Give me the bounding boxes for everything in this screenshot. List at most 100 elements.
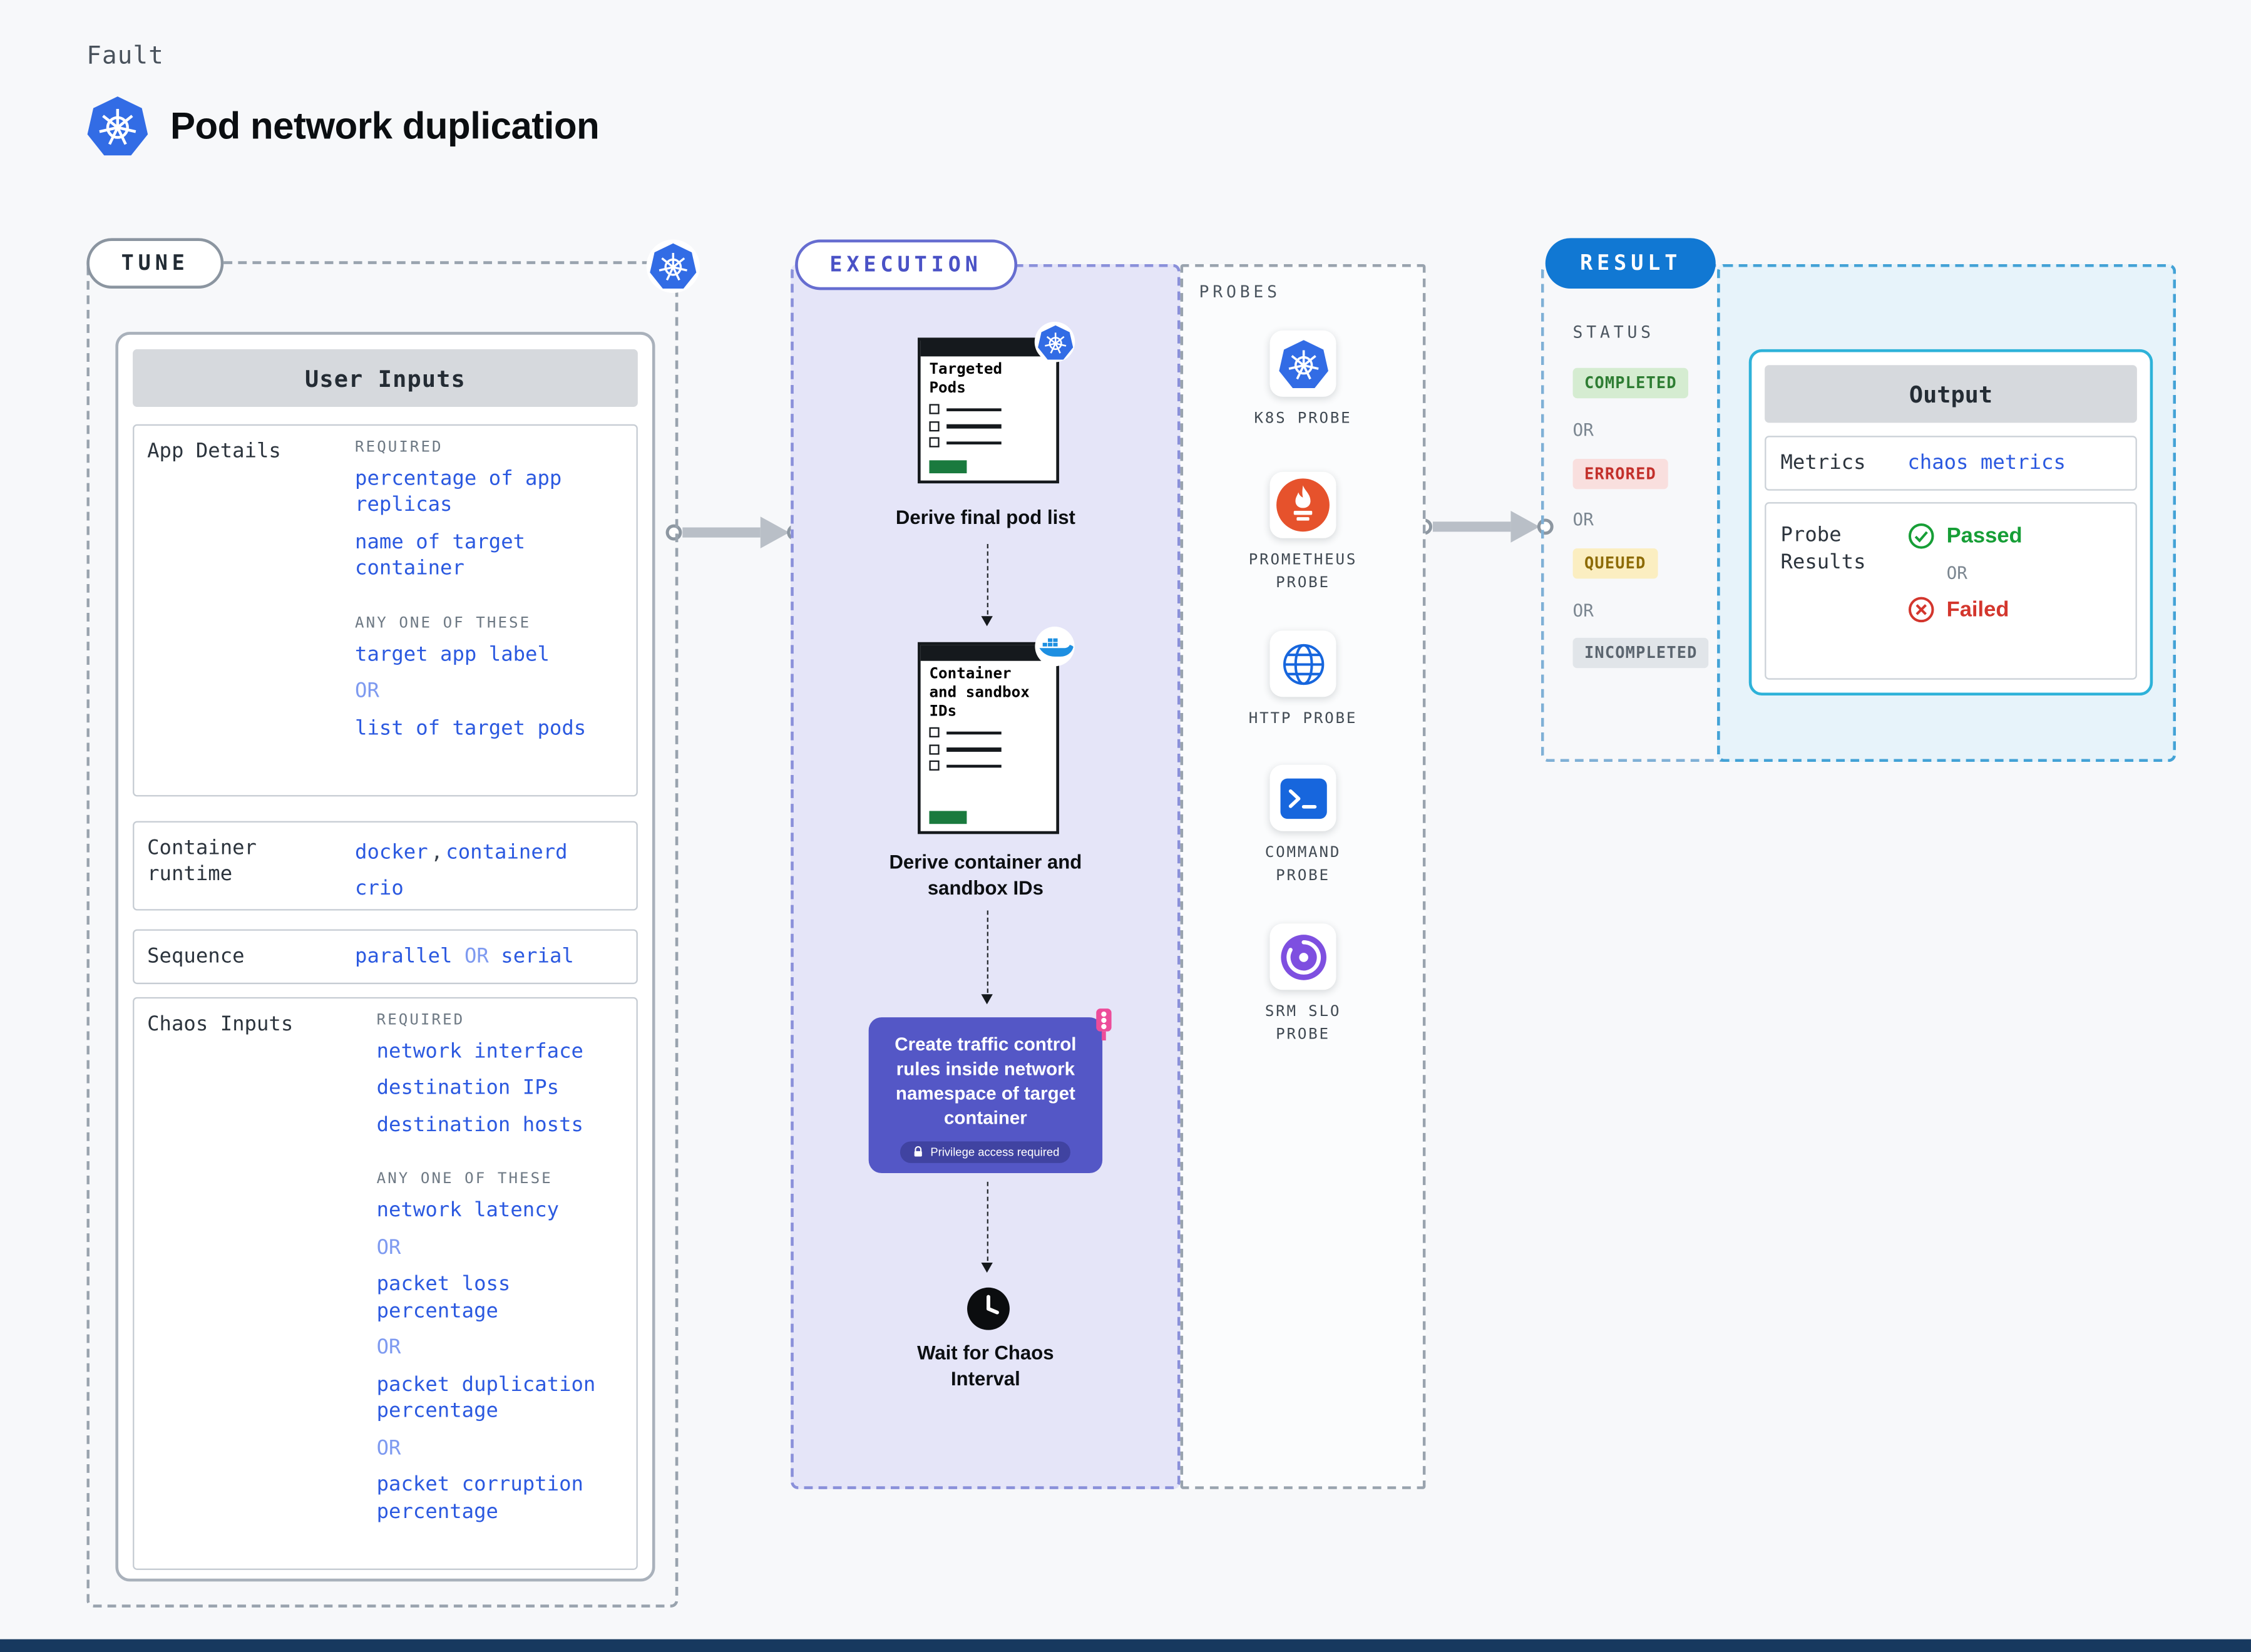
sequence-values: parallel OR serial [355, 944, 625, 971]
app-details-label: App Details [147, 440, 281, 463]
step-caption: Wait for Chaos Interval [917, 1342, 1054, 1389]
checkbox-icon [929, 421, 940, 431]
step-arrow [980, 910, 992, 1005]
output-card: Output Metrics chaos metrics Probe Resul… [1748, 349, 2153, 696]
probe-label: COMMAND PROBE [1264, 844, 1341, 885]
or-label: OR [1572, 509, 1594, 530]
text-line [946, 731, 1002, 735]
or-label: OR [1946, 562, 1967, 583]
probe-item-srm-slo: SRM SLO PROBE [1183, 923, 1423, 1047]
user-inputs-title: User Inputs [133, 349, 638, 408]
checkbox-icon [929, 727, 940, 738]
document-title: Container and sandbox IDs [929, 665, 1030, 721]
page-header: Pod network duplication [86, 95, 600, 157]
privilege-badge: Privilege access required [900, 1141, 1071, 1163]
output-title: Output [1765, 365, 2137, 423]
probe-icon-card [1269, 764, 1336, 831]
flow-arrow-probes-to-result [1415, 505, 1554, 548]
passed-row: Passed [1907, 522, 2023, 550]
document-title: Targeted Pods [929, 361, 1003, 398]
or-label: OR [376, 1236, 401, 1260]
input-value: destination IPs [376, 1077, 560, 1100]
document-titlebar [920, 341, 1057, 357]
step-caption: Derive container and sandbox IDs [889, 851, 1082, 899]
x-circle-icon [1907, 596, 1935, 623]
status-badge-incompleted: INCOMPLETED [1572, 637, 1710, 669]
container-ids-document: Container and sandbox IDs [918, 627, 1075, 834]
chaos-inputs-values: REQUIRED network interface destination I… [377, 1012, 622, 1526]
probe-icon-card [1269, 630, 1336, 697]
tune-label: TUNE [86, 238, 224, 289]
failed-label: Failed [1946, 597, 2009, 622]
required-label: REQUIRED [376, 1011, 465, 1029]
chaos-inputs-label: Chaos Inputs [147, 1013, 294, 1037]
or-label: OR [376, 1336, 401, 1360]
input-value: packet duplication percentage [376, 1373, 596, 1424]
kubernetes-probe-icon [1278, 339, 1328, 389]
checkbox-icon [929, 438, 940, 448]
checkbox-icon [929, 404, 940, 415]
terminal-icon [1278, 772, 1328, 823]
check-circle-icon [1907, 522, 1935, 550]
probe-icon-card [1269, 330, 1336, 397]
green-bar [929, 811, 967, 824]
status-badge-completed: COMPLETED [1572, 367, 1689, 399]
failed-row: Failed [1907, 596, 2022, 623]
execution-section: EXECUTION Targeted Pods Derive final pod… [791, 239, 1181, 1489]
or-label: OR [1572, 600, 1594, 621]
sequence-label: Sequence [147, 945, 245, 968]
input-value: destination hosts [376, 1114, 583, 1137]
text-line [946, 408, 1002, 411]
input-value: packet loss percentage [376, 1273, 511, 1323]
probe-item-command: COMMAND PROBE [1183, 764, 1423, 888]
prometheus-probe-icon [1274, 476, 1331, 534]
tune-section: TUNE User Inputs App Details REQUIRED pe… [86, 238, 700, 1608]
container-runtime-values: docker,containerd crio [355, 836, 625, 908]
probe-label: K8S PROBE [1254, 409, 1352, 428]
container-runtime-label: Container runtime [147, 836, 257, 886]
probes-label: PROBES [1199, 281, 1281, 302]
bottom-bar [0, 1639, 2251, 1652]
status-badge-errored: ERRORED [1572, 459, 1668, 490]
user-inputs-card: User Inputs App Details REQUIRED percent… [115, 332, 655, 1582]
execution-label: EXECUTION [795, 239, 1017, 290]
step-arrow [980, 544, 992, 627]
text-line [946, 747, 1002, 752]
srm-slo-icon [1278, 931, 1328, 982]
input-value: docker,containerd crio [355, 841, 568, 901]
input-value: packet corruption percentage [376, 1473, 583, 1524]
or-label: OR [464, 945, 489, 968]
probe-icon-card [1269, 923, 1336, 990]
status-label: STATUS [1572, 322, 1654, 342]
any-one-label: ANY ONE OF THESE [355, 614, 531, 632]
container-runtime-card: Container runtime docker,containerd crio [133, 821, 638, 911]
lock-icon [911, 1146, 925, 1159]
probe-item-http: HTTP PROBE [1183, 630, 1423, 731]
probe-label: SRM SLO PROBE [1264, 1003, 1341, 1044]
input-value: target app label [355, 643, 550, 667]
fault-eyebrow: Fault [86, 41, 165, 71]
probe-label: PROMETHEUS PROBE [1248, 551, 1358, 592]
targeted-pods-document: Targeted Pods [918, 322, 1075, 484]
text-line [946, 764, 1002, 768]
step-arrow [980, 1181, 992, 1273]
probe-results-row: Probe Results Passed OR Failed [1765, 502, 2137, 680]
sequence-card: Sequence parallel OR serial [133, 929, 638, 985]
traffic-control-step: Create traffic control rules inside netw… [868, 1008, 1112, 1174]
document-checklist [921, 400, 1057, 452]
comma-separator: , [431, 841, 443, 864]
probes-section: PROBES K8S PROBE PROMETHEUS PROBE HTTP P… [1180, 264, 1426, 1489]
input-value: parallel OR serial [355, 945, 574, 968]
text-line [946, 424, 1002, 428]
metrics-value: chaos metrics [1907, 451, 2066, 475]
input-value: percentage of app replicas [355, 467, 562, 518]
document-checklist [921, 724, 1057, 776]
input-value: name of target container [355, 531, 526, 581]
input-value: list of target pods [355, 717, 587, 741]
any-one-label: ANY ONE OF THESE [376, 1171, 553, 1189]
probe-item-k8s: K8S PROBE [1183, 330, 1423, 431]
output-panel: Output Metrics chaos metrics Probe Resul… [1717, 264, 2177, 762]
or-label: OR [1572, 419, 1594, 441]
kubernetes-logo-icon [86, 95, 148, 157]
